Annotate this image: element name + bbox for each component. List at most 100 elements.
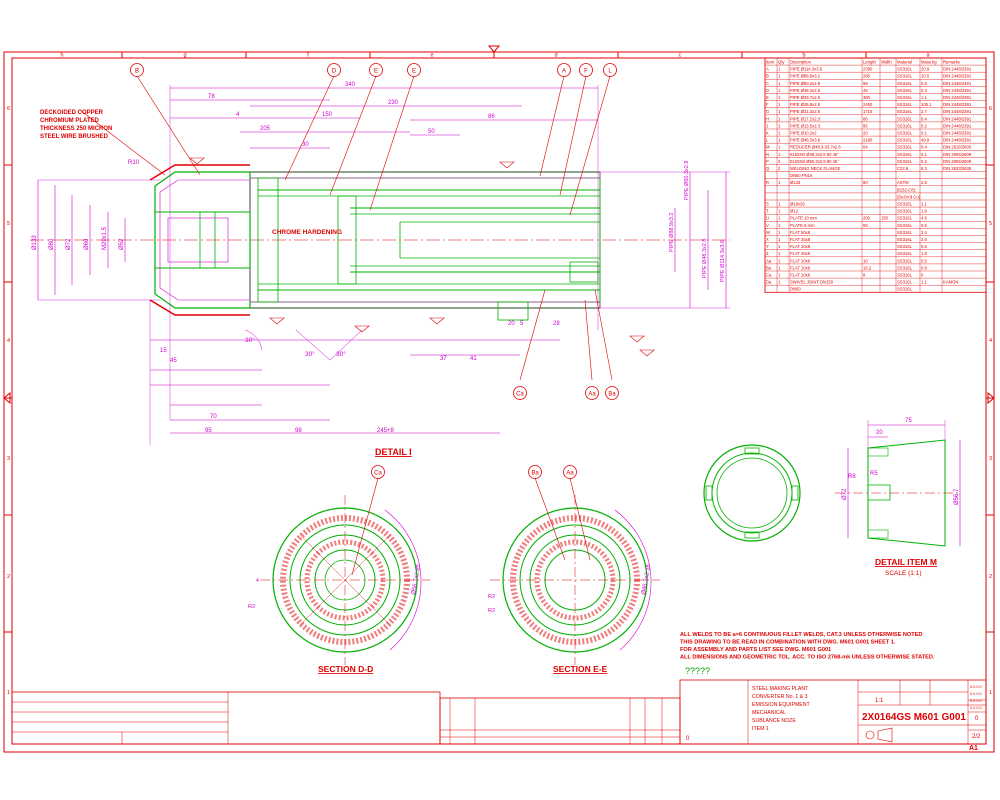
dimension-label: Ø56.7 — [954, 488, 960, 505]
table-cell: Aa — [766, 258, 772, 263]
table-header-cell: Item — [766, 59, 775, 64]
table-cell: 80 — [863, 180, 868, 185]
table-cell: 1.1 — [921, 280, 927, 285]
table-header-cell: Material — [897, 59, 912, 64]
table-cell: 1 — [778, 209, 781, 214]
item-balloon-label: A — [562, 68, 566, 74]
table-cell: 95 — [863, 123, 868, 128]
scale-value: 1:1 — [875, 698, 884, 704]
row-label-right: 3 — [989, 456, 992, 462]
dimension-label: 20 — [876, 430, 883, 436]
detail-m-scale: SCALE (1:1) — [885, 570, 922, 577]
table-cell: DIN 2448/2391 — [943, 138, 972, 143]
table-cell: DIN 2448/2391 — [943, 131, 972, 136]
column-label: d — [554, 53, 557, 59]
dimension-label: PIPE Ø60.3x2.9 — [684, 161, 690, 200]
column-label: e — [430, 53, 433, 59]
dimension-label: Ø72 — [66, 238, 72, 250]
table-cell: 2 — [778, 159, 781, 164]
dimension-label: 4 — [236, 112, 240, 118]
table-cell: PIPE Ø13.5x2.3 — [790, 123, 821, 128]
table-cell: SS316L — [897, 230, 913, 235]
table-cell: SS316L — [897, 273, 913, 278]
table-cell: DIN 2616/2605 — [943, 145, 972, 150]
table-cell: 1 — [778, 67, 781, 72]
table-cell: K — [766, 131, 769, 136]
table-cell: DIN 2448/2391 — [943, 109, 972, 114]
table-cell: W — [766, 230, 770, 235]
table-cell: 1.9 — [921, 209, 927, 214]
table-cell: SWIVEL JOINT DN150 — [790, 280, 834, 285]
table-cell: C22.8 — [897, 166, 909, 171]
table-cell: 0.2 — [921, 123, 927, 128]
table-cell: DIN 2605/2609 — [943, 152, 972, 157]
table-cell: 49.9 — [921, 138, 930, 143]
table-cell: FLAT 10x6 — [790, 265, 811, 270]
table-cell: 20.9 — [921, 67, 930, 72]
section-d-title: SECTION D-D — [318, 664, 373, 674]
dimension-label: Ø72 — [842, 488, 848, 500]
table-cell: SS316L — [897, 280, 913, 285]
table-cell: SS316L — [897, 251, 913, 256]
table-cell: FLAT 10x6 — [790, 258, 811, 263]
table-cell: 0.5 — [921, 258, 927, 263]
table-cell: 45 — [863, 88, 868, 93]
table-cell: 3.4 — [921, 230, 927, 235]
table-cell: 2.6 — [921, 180, 927, 185]
row-label-left: 2 — [7, 574, 10, 580]
table-cell: 1 — [778, 145, 781, 150]
table-cell: SS316L — [897, 237, 913, 242]
table-cell: PIPE Ø26.9x2.6 — [790, 102, 821, 107]
table-cell: 1.8 — [921, 251, 927, 256]
table-cell: 1 — [778, 216, 781, 221]
table-cell: PIPE Ø17.2x2.3 — [790, 116, 821, 121]
dimension-label: 245+8 — [377, 428, 395, 434]
table-cell: 2.6 — [921, 237, 927, 242]
table-cell: 86 — [863, 116, 868, 121]
row-label-right: 4 — [989, 338, 992, 344]
table-cell: SS316L — [897, 244, 913, 249]
table-cell: 10.5 — [921, 74, 930, 79]
project-line: SUBLANCE NOZE — [752, 718, 796, 724]
detail-m-drawing — [703, 420, 961, 547]
dimension-label: 41 — [470, 356, 477, 362]
table-cell: SS316L — [897, 265, 913, 270]
item-balloon-label: L — [608, 68, 612, 74]
detail-i-drawing — [30, 75, 730, 445]
svg-text:R2: R2 — [488, 594, 495, 600]
table-cell: 105.1 — [921, 102, 932, 107]
table-cell: FLAT 50x8 — [790, 230, 811, 235]
placeholder-text: ????? — [685, 666, 710, 676]
note-line: CHROMIUM PLATED — [40, 118, 100, 124]
table-cell: 1 — [778, 273, 781, 278]
detail-i-title: DETAIL I — [375, 447, 412, 457]
table-cell: 360 — [863, 95, 871, 100]
table-cell: PIPE Ø60.3x2.9 — [790, 81, 821, 86]
angle-label-3: 30° — [336, 350, 346, 358]
item-balloon: L — [603, 63, 617, 77]
project-line: ITEM 1 — [752, 726, 769, 732]
item-balloon-label: Aa — [566, 470, 574, 476]
table-cell: DIN 2448/2391 — [943, 74, 972, 79]
table-cell: SS316L — [897, 102, 913, 107]
dimension-label: 78 — [208, 94, 215, 100]
note-line: ALL WELDS TO BE a=6 CONTINUOUS FILLET WE… — [680, 632, 922, 638]
note-line: THIS DRAWING TO BE READ IN COMBINATION W… — [680, 640, 896, 646]
project-line: EMISSION EQUIPMENT — [752, 702, 810, 708]
section-d-balloon: Ca — [371, 465, 385, 479]
table-cell: 2.7 — [921, 109, 927, 114]
table-cell: PLATE 10 mm — [790, 216, 817, 221]
row-label-right: 1 — [989, 690, 992, 696]
item-balloon: Aa — [585, 386, 599, 400]
table-cell: M — [766, 145, 770, 150]
dimension-label: 30 — [302, 142, 309, 148]
table-cell: 1.1 — [921, 95, 927, 100]
table-cell: J — [766, 123, 768, 128]
